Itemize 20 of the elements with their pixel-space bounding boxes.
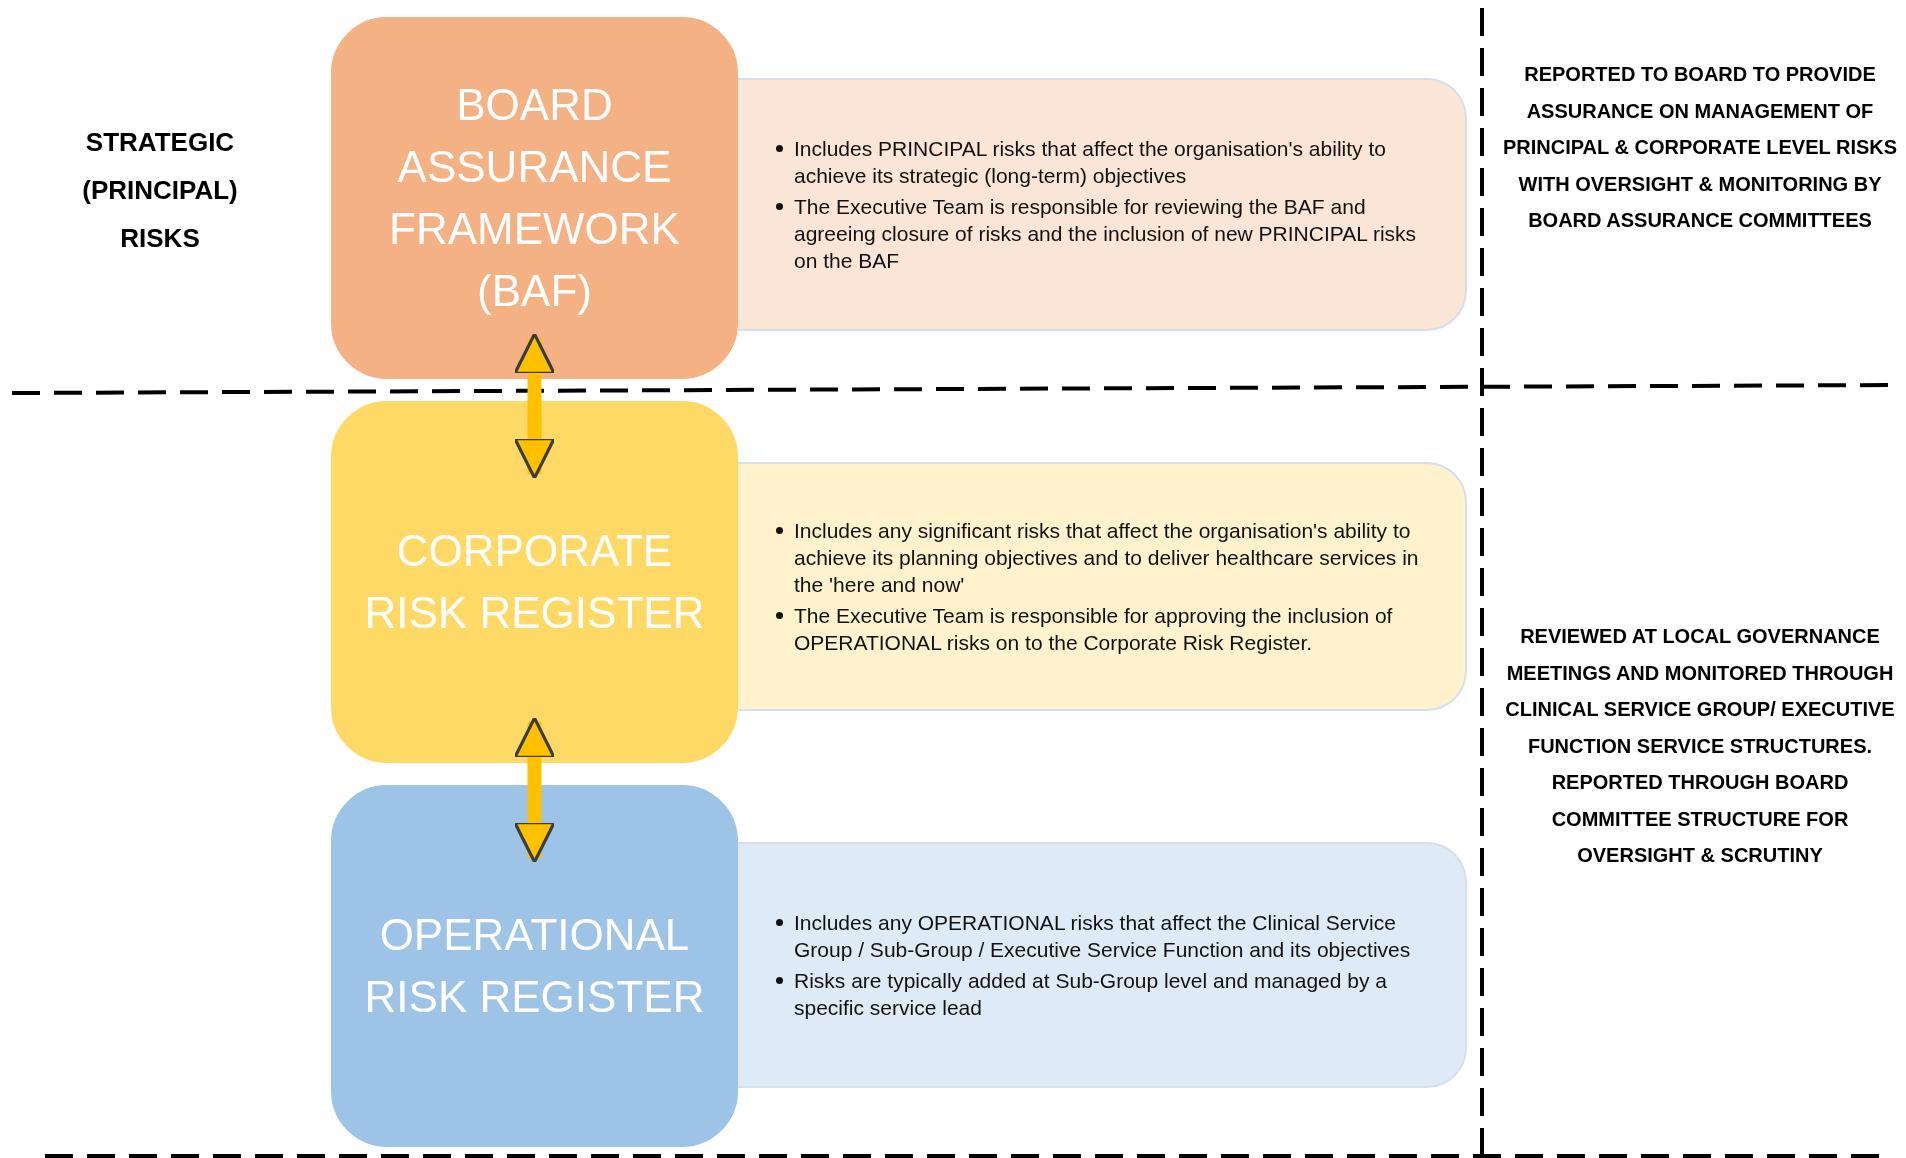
double-arrow bbox=[513, 332, 556, 480]
description-box bbox=[738, 462, 1467, 711]
register-box bbox=[331, 17, 738, 379]
bullet-point: Includes any OPERATIONAL risks that affect the Clinical Service Group / Sub-Group / Executive Service Function and its objectives bbox=[784, 909, 1433, 963]
bullet-point: Includes PRINCIPAL risks that affect the organisation's ability to achieve its strategic (long-term) objectives bbox=[784, 135, 1433, 189]
description-box bbox=[738, 78, 1467, 331]
bullet-point: The Executive Team is responsible for reviewing the BAF and agreeing closure of risks and the inclusion of new PRINCIPAL risks on the BAF bbox=[784, 193, 1433, 274]
register-box bbox=[331, 401, 738, 763]
register-box bbox=[331, 785, 738, 1147]
register-title: OPERATIONAL RISK REGISTER bbox=[363, 909, 706, 1023]
bullet-point: Risks are typically added at Sub-Group level and managed by a specific service lead bbox=[784, 967, 1433, 1021]
register-title: BOARD ASSURANCE FRAMEWORK (BAF) bbox=[388, 79, 681, 317]
bullet-point: Includes any significant risks that affect the organisation's ability to achieve its planning objectives and to deliver healthcare services in the 'here and now' bbox=[784, 517, 1433, 598]
side-note: STRATEGIC (PRINCIPAL) RISKS bbox=[81, 126, 239, 255]
bullet-point: The Executive Team is responsible for approving the inclusion of OPERATIONAL risks on to the Corporate Risk Register. bbox=[784, 602, 1433, 656]
double-arrow bbox=[513, 716, 556, 864]
side-note: REVIEWED AT LOCAL GOVERNANCE MEETINGS AND MONITORED THROUGH CLINICAL SERVICE GROUP/ EXECUTIVE FUNCTION SERVICE STRUCTURES. REPORTED THROUGH BOARD COMMITTEE STRUCTURE FOR OVERSIGHT & SCRUTINY bbox=[1504, 624, 1896, 868]
side-note: REPORTED TO BOARD TO PROVIDE ASSURANCE ON MANAGEMENT OF PRINCIPAL & CORPORATE LEVEL RISKS WITH OVERSIGHT & MONITORING BY BOARD ASSURANCE COMMITTEES bbox=[1501, 62, 1899, 233]
description-box bbox=[738, 842, 1467, 1088]
register-title: CORPORATE RISK REGISTER bbox=[363, 525, 706, 639]
